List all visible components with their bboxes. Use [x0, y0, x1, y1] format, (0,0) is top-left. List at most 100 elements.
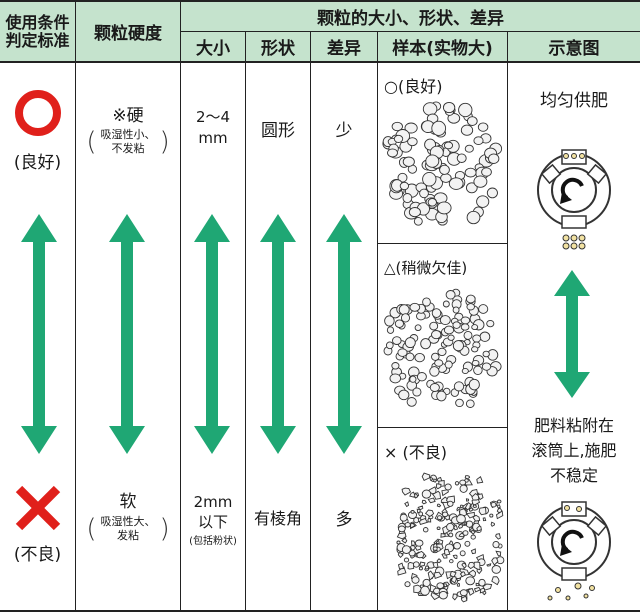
granule [430, 591, 441, 601]
granule [491, 576, 500, 586]
hardness-bad-note-text: 吸湿性大、 发粘 [97, 515, 160, 543]
granule [477, 122, 489, 132]
granule [466, 303, 475, 311]
granule [413, 517, 420, 524]
granule [456, 153, 467, 163]
granule [496, 507, 503, 514]
granule [441, 511, 449, 518]
granule [470, 548, 476, 555]
granule [393, 134, 404, 143]
granule [459, 589, 468, 597]
hardness-good-note-text: 吸湿性小、 不发粘 [97, 128, 160, 156]
hardness-good-note: ( 吸湿性小、 不发粘 ) [76, 124, 180, 160]
granule [425, 154, 440, 168]
granule [434, 359, 444, 367]
granule [402, 156, 415, 167]
granule [432, 561, 439, 568]
diagram-bad-caption-line2: 滚筒上,施肥 [531, 440, 617, 460]
diagram-good-caption: 均匀供肥 [540, 90, 608, 111]
granule [404, 501, 410, 508]
size-bad: 2mm 以下 (包括粉状) [181, 490, 245, 554]
granule [492, 540, 500, 549]
size-bad-note: (包括粉状) [189, 536, 237, 547]
granule [410, 510, 415, 514]
variance-bad: 多 [335, 509, 353, 530]
line-bottom [0, 610, 640, 612]
granule [407, 561, 415, 570]
granule [476, 525, 482, 532]
granule [422, 297, 431, 307]
granule [422, 527, 429, 533]
granule [482, 583, 493, 591]
granule [420, 585, 430, 596]
granule [460, 595, 468, 603]
granule [385, 341, 394, 350]
granule [412, 387, 422, 397]
hardness-header: 颗粒硬度 [94, 24, 162, 44]
granule [469, 507, 474, 512]
granule [421, 489, 432, 499]
granule [445, 290, 456, 300]
granule [397, 551, 404, 559]
sample-header: 样本(实物大) [392, 39, 493, 59]
granule [405, 352, 415, 362]
granule [447, 500, 454, 507]
granule [436, 526, 441, 530]
shape-good: 圆形 [261, 120, 295, 141]
variance-header: 差异 [327, 39, 361, 59]
granule [462, 530, 469, 536]
granule [453, 381, 465, 392]
granule [458, 102, 473, 118]
sample-medium-granules-image [383, 288, 502, 408]
vline-6 [507, 31, 508, 612]
granule [459, 571, 466, 578]
granule [446, 522, 455, 532]
granule [442, 101, 456, 114]
granule [404, 337, 416, 349]
granule [429, 321, 439, 331]
granule [486, 319, 495, 328]
granule [417, 505, 424, 511]
group-header: 颗粒的大小、形状、差异 [317, 9, 504, 29]
bad-verdict: (不良) [13, 544, 62, 565]
granule [384, 315, 395, 327]
diagram-bad-caption-line1: 肥料粘附在 [533, 415, 614, 435]
granule [479, 588, 486, 594]
granule [402, 193, 413, 204]
granule [436, 201, 452, 215]
granule [436, 390, 447, 402]
granule [478, 506, 487, 516]
variance-range-arrow-icon [326, 214, 362, 454]
granule [401, 537, 408, 544]
granule [452, 554, 458, 559]
granule [427, 198, 437, 207]
granule [465, 498, 470, 502]
granule [443, 548, 451, 556]
diagram-bad-caption-line3: 不稳定 [549, 465, 598, 485]
granule [398, 304, 410, 316]
granule [486, 563, 492, 567]
variance-good: 少 [335, 120, 353, 141]
granule [496, 499, 502, 504]
granule [452, 321, 461, 329]
granule [459, 484, 468, 493]
granule [472, 504, 477, 508]
granule [419, 561, 426, 567]
granule [454, 481, 460, 486]
vline-3 [245, 31, 246, 612]
hardness-bad-note: ( 吸湿性大、 发粘 ) [76, 511, 180, 547]
granule [435, 483, 442, 490]
granule [473, 561, 481, 571]
granule [495, 533, 501, 540]
granule [439, 164, 450, 175]
granule [397, 172, 408, 183]
granule [397, 525, 406, 533]
granule [401, 487, 412, 496]
granule [412, 561, 420, 568]
vline-4 [310, 31, 311, 612]
granule [438, 590, 448, 600]
size-header: 大小 [196, 39, 230, 59]
granule [399, 513, 408, 522]
sample-good-granules-image [382, 101, 503, 226]
granule [424, 565, 429, 570]
